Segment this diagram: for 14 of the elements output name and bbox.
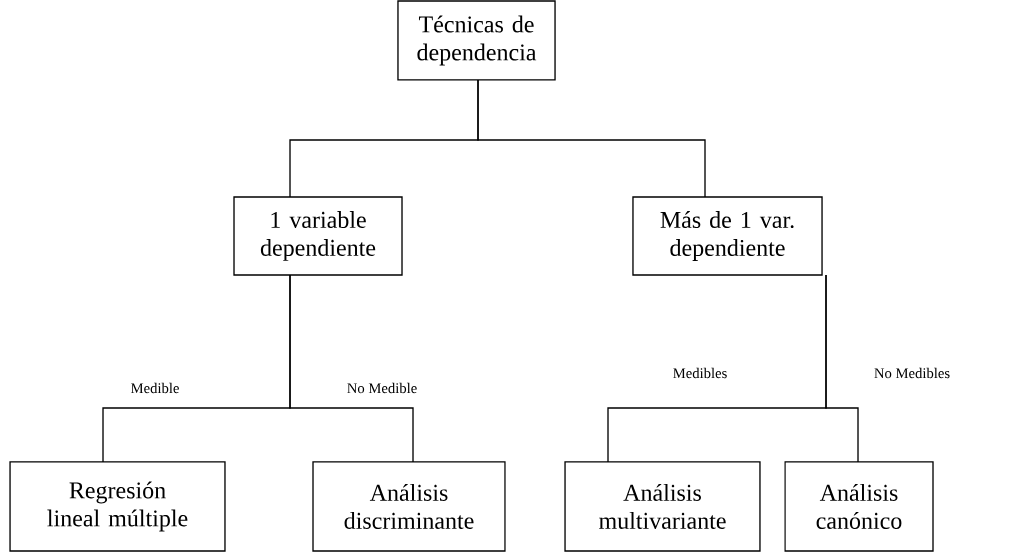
process-box: Técnicas de dependencia (397, 0, 556, 81)
connector-line (477, 79, 706, 198)
connector-line (825, 274, 859, 463)
edge-label: No Medible (345, 381, 419, 395)
edge-label: No Medibles (872, 366, 952, 380)
edge-label: Medibles (671, 366, 729, 380)
process-box: 1 variable dependiente (233, 196, 403, 276)
process-box: Más de 1 var. dependiente (632, 196, 823, 276)
process-box: Regresión lineal múltiple (9, 461, 226, 552)
process-box: Análisis multivariante (564, 461, 761, 552)
connector-line (289, 274, 414, 463)
process-box: Análisis canónico (784, 461, 934, 552)
edge-label: Medible (129, 381, 181, 395)
process-box: Análisis discriminante (312, 461, 506, 552)
